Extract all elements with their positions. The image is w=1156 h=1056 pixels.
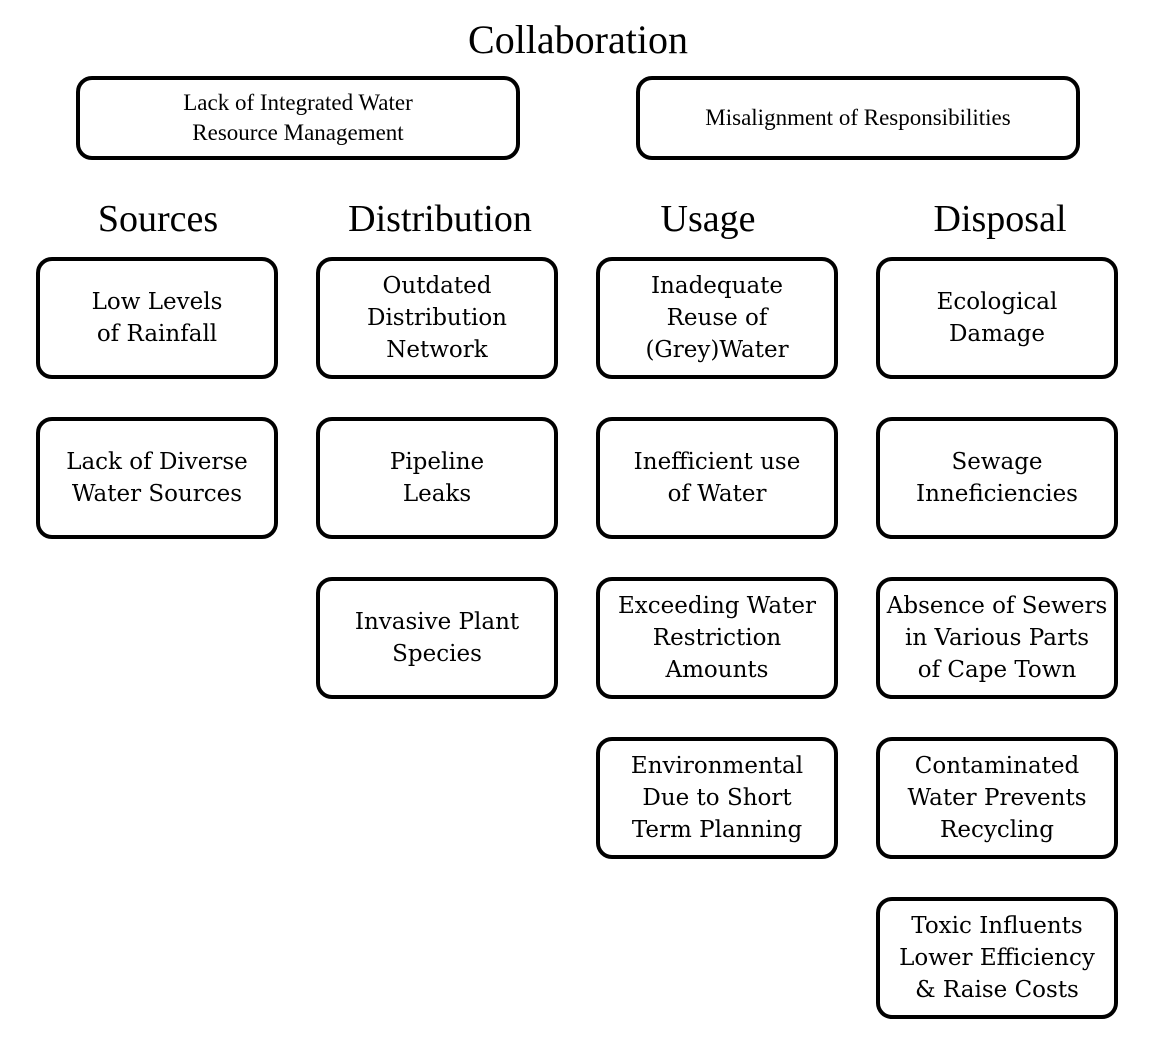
- card-invasive-plant-species: Invasive Plant Species: [316, 577, 558, 699]
- card-contaminated-water: Contaminated Water Prevents Recycling: [876, 737, 1118, 859]
- top-box-integrated-water-management: Lack of Integrated Water Resource Manage…: [76, 76, 520, 160]
- card-inefficient-use-of-water: Inefficient use of Water: [596, 417, 838, 539]
- column-heading-sources: Sources: [97, 198, 219, 240]
- card-pipeline-leaks: Pipeline Leaks: [316, 417, 558, 539]
- top-box-misalignment-responsibilities: Misalignment of Responsibilities: [636, 76, 1080, 160]
- card-inadequate-reuse-greywater: Inadequate Reuse of (Grey)Water: [596, 257, 838, 379]
- column-heading-disposal: Disposal: [933, 198, 1067, 240]
- card-low-levels-of-rainfall: Low Levels of Rainfall: [36, 257, 278, 379]
- column-heading-distribution: Distribution: [348, 198, 532, 240]
- card-outdated-distribution-network: Outdated Distribution Network: [316, 257, 558, 379]
- card-toxic-influents: Toxic Influents Lower Efficiency & Raise…: [876, 897, 1118, 1019]
- card-sewage-inefficiencies: Sewage Inneficiencies: [876, 417, 1118, 539]
- column-heading-usage: Usage: [660, 198, 756, 240]
- card-ecological-damage: Ecological Damage: [876, 257, 1118, 379]
- card-absence-of-sewers: Absence of Sewers in Various Parts of Ca…: [876, 577, 1118, 699]
- card-lack-of-diverse-water-sources: Lack of Diverse Water Sources: [36, 417, 278, 539]
- diagram-title: Collaboration: [468, 17, 688, 62]
- card-environmental-short-term-planning: Environmental Due to Short Term Planning: [596, 737, 838, 859]
- card-exceeding-water-restriction: Exceeding Water Restriction Amounts: [596, 577, 838, 699]
